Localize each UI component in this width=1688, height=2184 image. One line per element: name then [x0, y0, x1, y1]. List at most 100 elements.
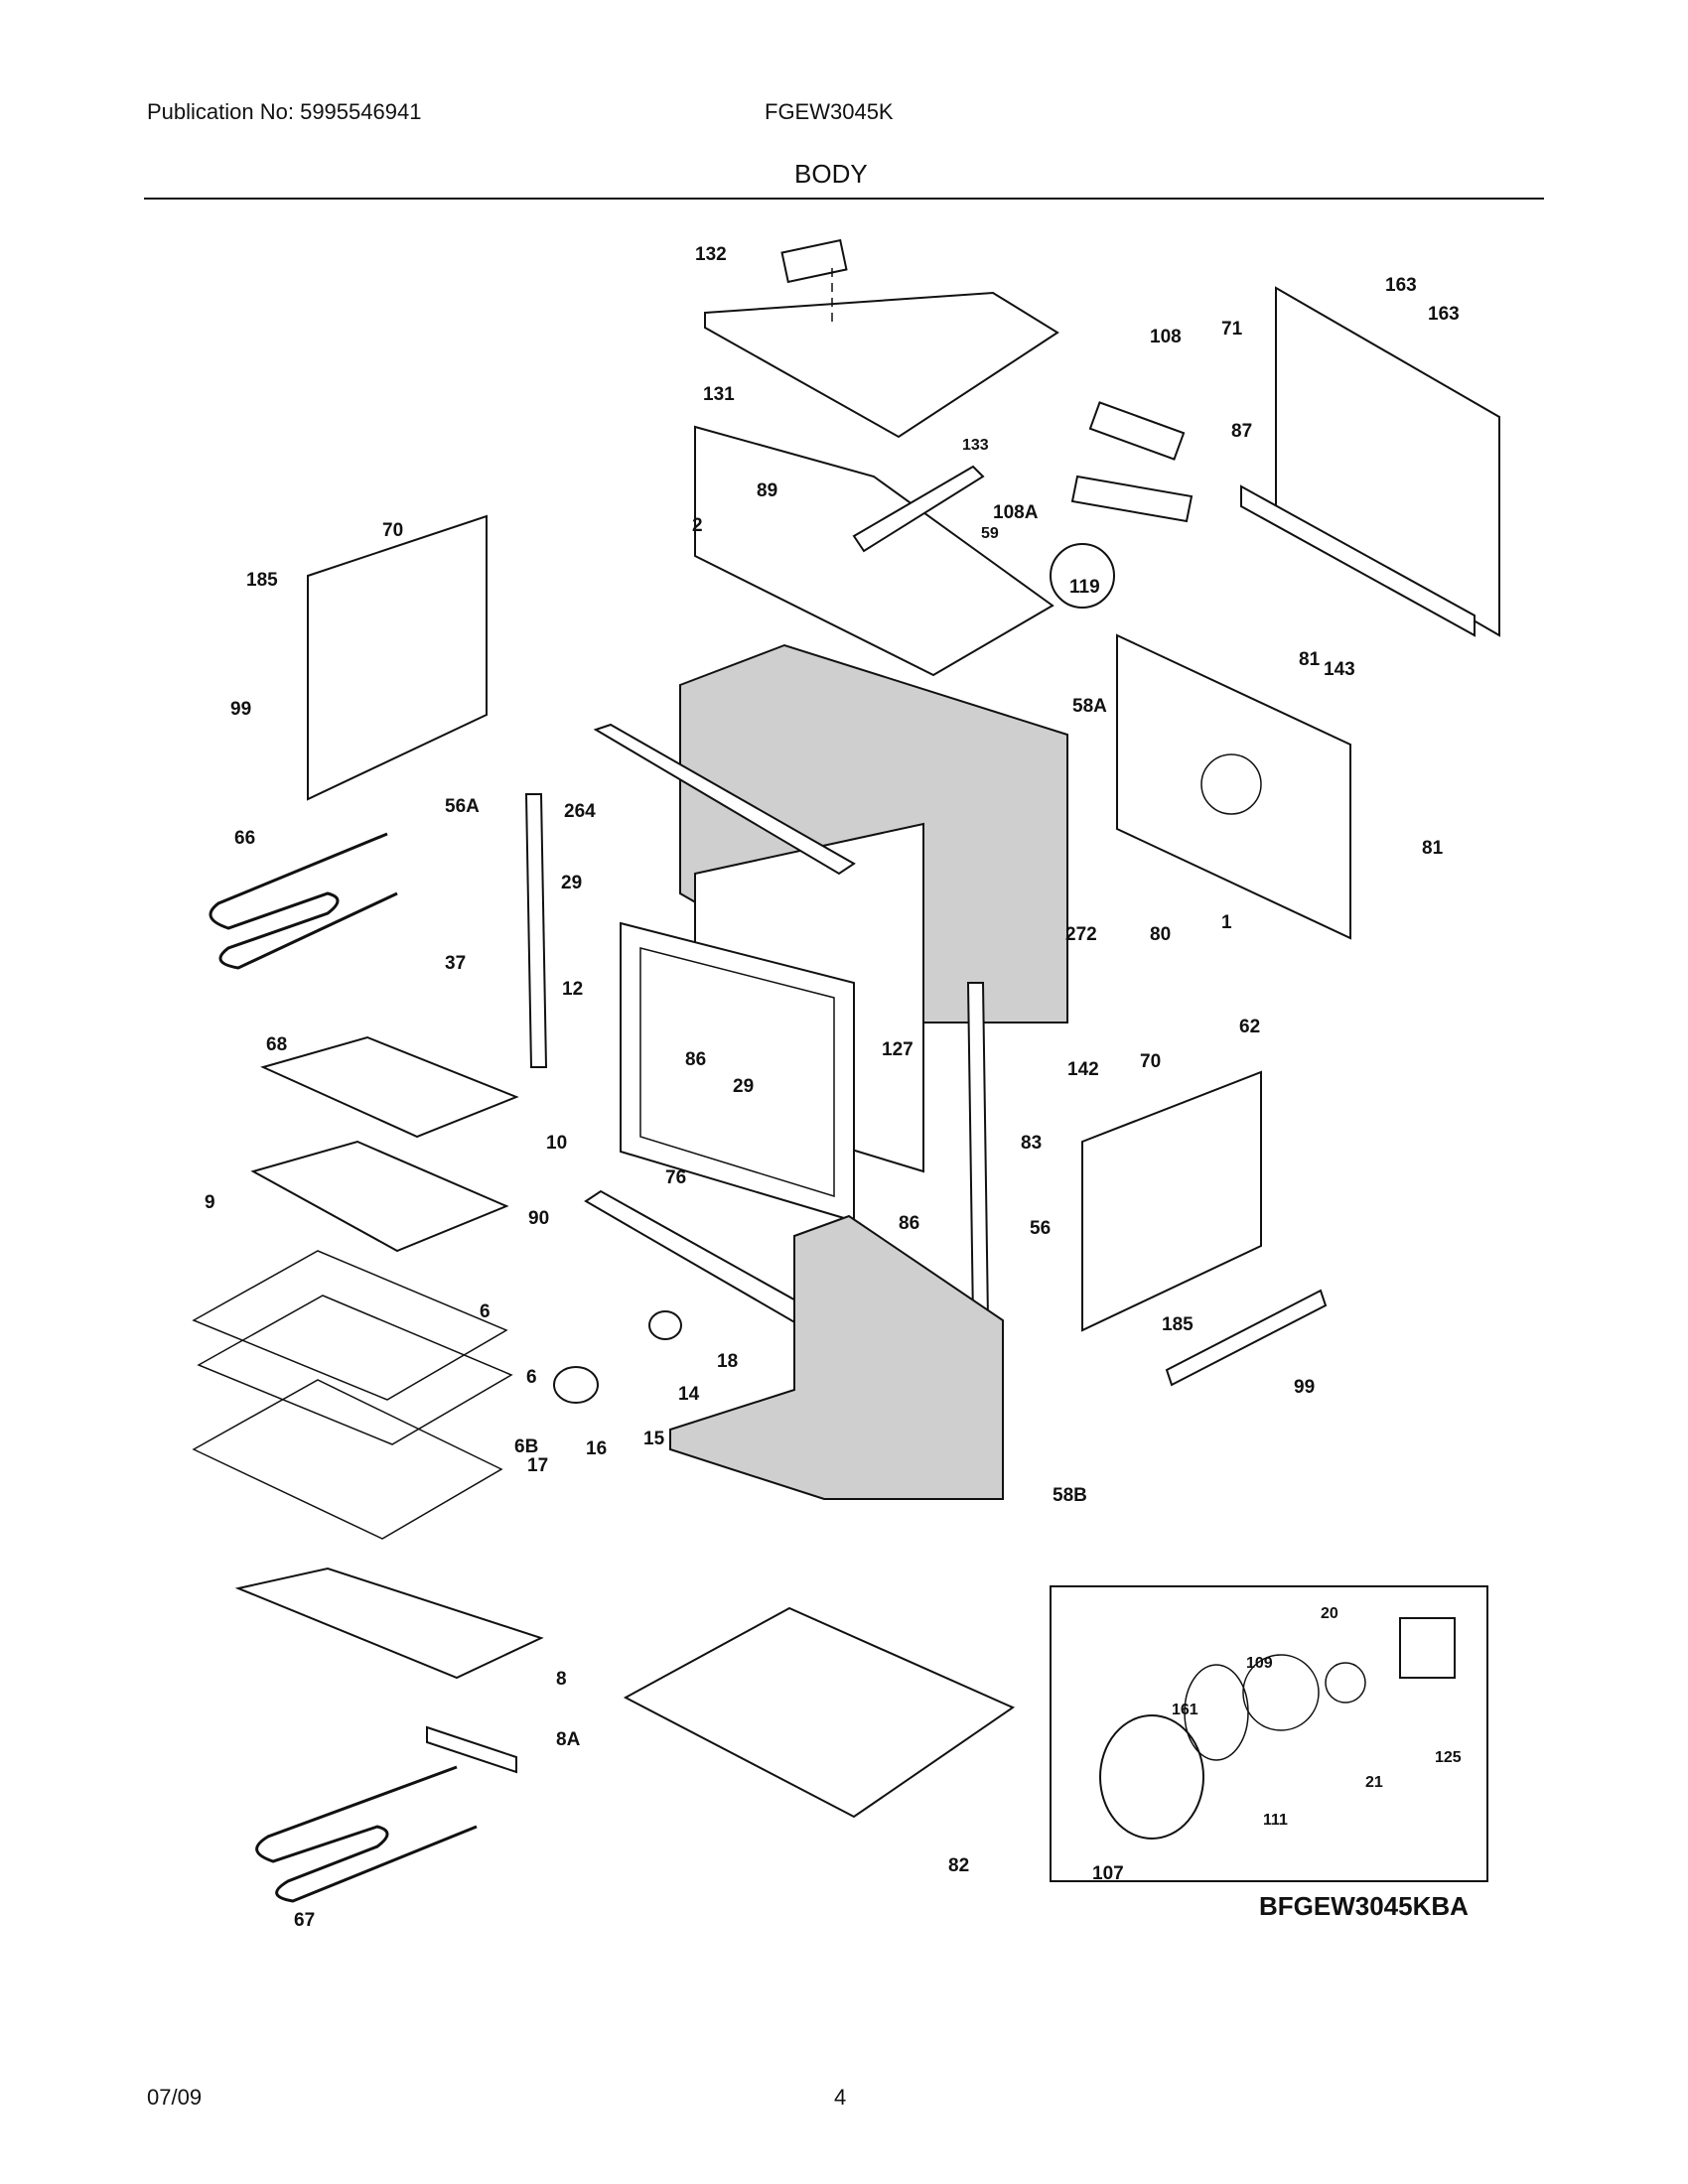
callout-108: 108	[1150, 327, 1182, 347]
insulation-58b	[669, 1214, 1004, 1500]
bracket-133	[852, 465, 985, 553]
heater-108	[1088, 401, 1186, 461]
callout-111: 111	[1263, 1812, 1288, 1829]
callout-107: 107	[1092, 1863, 1124, 1884]
trim-264	[593, 723, 856, 876]
top-panel	[694, 425, 1055, 677]
callout-56a: 56A	[445, 796, 480, 817]
bracket-108a	[1070, 475, 1194, 523]
callout-272: 272	[1065, 924, 1097, 945]
callout-10: 10	[546, 1133, 567, 1154]
figure-code: BFGEW3045KBA	[1259, 1891, 1469, 1921]
callout-16: 16	[586, 1438, 607, 1459]
side-panel-left-70	[307, 514, 488, 801]
callout-9: 9	[205, 1192, 215, 1213]
callout-15: 15	[643, 1429, 665, 1449]
callout-89: 89	[757, 480, 777, 501]
callout-62: 62	[1239, 1017, 1260, 1037]
bracket-99-right	[1165, 1289, 1328, 1387]
callout-133: 133	[962, 437, 989, 454]
callout-37: 37	[445, 953, 466, 974]
callout-99-right: 99	[1294, 1377, 1315, 1398]
callout-90: 90	[528, 1208, 549, 1229]
callout-70-right: 70	[1140, 1051, 1161, 1072]
fan-blade-109	[1242, 1654, 1320, 1731]
bracket-8a	[426, 1725, 517, 1774]
back-panel-1	[1116, 633, 1351, 940]
callout-132: 132	[695, 244, 727, 265]
rear-panel-71	[1275, 286, 1500, 637]
oven-rack-6-upper	[192, 1250, 508, 1401]
callout-81-b: 81	[1422, 838, 1444, 859]
callout-58a: 58A	[1072, 696, 1107, 717]
lamp-lens-16	[553, 1366, 599, 1404]
page-number: 4	[834, 2085, 847, 2110]
callout-14: 14	[678, 1384, 700, 1405]
callout-185-left: 185	[246, 570, 278, 591]
top-cover	[704, 291, 1059, 439]
callout-67: 67	[294, 1910, 315, 1931]
callout-125: 125	[1435, 1749, 1462, 1766]
callout-6b: 6B	[514, 1436, 538, 1457]
trim-56a	[524, 793, 548, 1068]
callout-18: 18	[717, 1351, 738, 1372]
callout-6-b: 6	[526, 1367, 537, 1388]
callout-82: 82	[948, 1855, 969, 1876]
callout-83: 83	[1021, 1133, 1042, 1154]
callout-108a: 108A	[993, 502, 1039, 523]
section-title: BODY	[794, 159, 868, 189]
fan-cover-107	[1099, 1714, 1204, 1840]
callout-71: 71	[1221, 319, 1243, 340]
oven-rack-6-lower	[197, 1295, 513, 1445]
rear-bracket-87	[1240, 484, 1476, 637]
callout-86-b: 86	[899, 1213, 919, 1234]
footer-date: 07/09	[147, 2085, 203, 2110]
callout-99-left: 99	[230, 699, 251, 720]
callout-17: 17	[527, 1455, 548, 1476]
callout-86-a: 86	[685, 1049, 706, 1070]
broil-element-66	[209, 832, 398, 970]
side-panel-right-70	[1081, 1070, 1262, 1332]
callout-2: 2	[692, 515, 703, 536]
oven-rack-6b	[192, 1379, 503, 1540]
callout-68: 68	[266, 1034, 287, 1055]
bake-element-67	[255, 1765, 478, 1903]
callout-143: 143	[1324, 659, 1355, 680]
callout-1: 1	[1221, 912, 1232, 933]
callout-142: 142	[1067, 1059, 1099, 1080]
bottom-pan-82	[623, 1606, 1016, 1819]
callout-87: 87	[1231, 421, 1252, 442]
drip-tray-8	[234, 1567, 544, 1680]
callout-70-left: 70	[382, 520, 403, 541]
callout-8a: 8A	[556, 1729, 581, 1750]
callout-21: 21	[1365, 1774, 1383, 1791]
callout-163-a: 163	[1385, 275, 1417, 296]
callout-131: 131	[703, 384, 735, 405]
callout-58b: 58B	[1053, 1485, 1087, 1506]
callout-8: 8	[556, 1669, 567, 1690]
callout-109: 109	[1246, 1655, 1273, 1672]
callout-76: 76	[665, 1167, 686, 1188]
callout-56: 56	[1030, 1218, 1051, 1239]
header-divider	[144, 198, 1544, 200]
washer-20	[1325, 1662, 1366, 1704]
callout-29-a: 29	[561, 873, 582, 893]
broiler-grid-10	[260, 1035, 519, 1139]
model-number: FGEW3045K	[765, 99, 894, 124]
callout-66: 66	[234, 828, 255, 849]
callout-163-b: 163	[1428, 304, 1460, 325]
callout-119: 119	[1069, 577, 1100, 598]
callout-6-a: 6	[480, 1301, 491, 1322]
trim-56	[966, 982, 990, 1321]
thermostat-119	[1050, 543, 1115, 609]
callout-161: 161	[1172, 1702, 1198, 1718]
callout-59: 59	[981, 525, 999, 542]
callout-12: 12	[562, 979, 583, 1000]
callout-80: 80	[1150, 924, 1171, 945]
broiler-pan-9	[250, 1140, 509, 1253]
lamp-socket-18	[648, 1310, 682, 1340]
callout-20: 20	[1321, 1605, 1338, 1622]
callout-185-right: 185	[1162, 1314, 1194, 1335]
callout-81-a: 81	[1299, 649, 1321, 670]
